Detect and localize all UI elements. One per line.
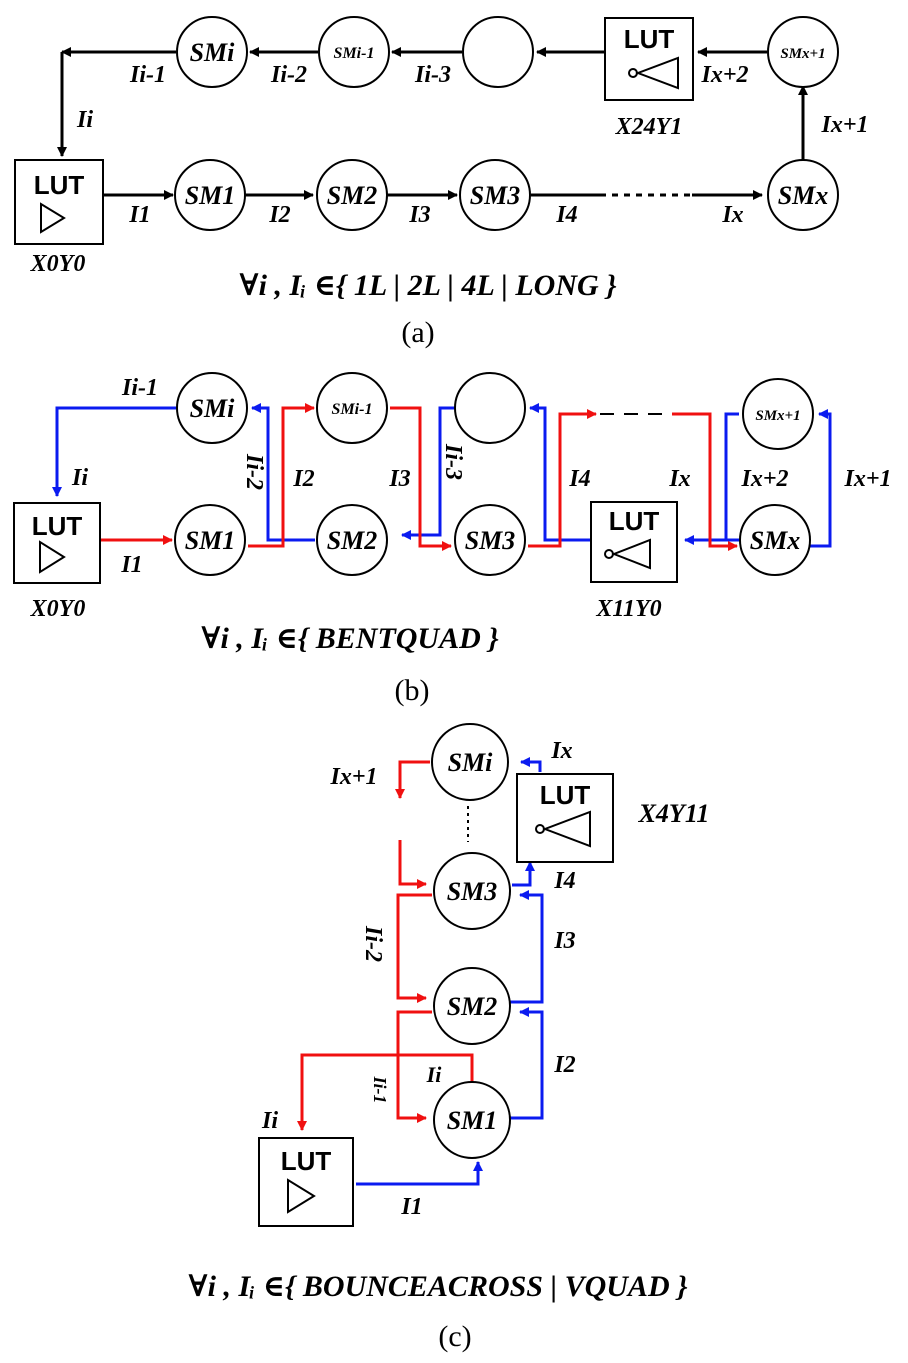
node-sm2: SM2 — [433, 967, 511, 1045]
svg-text:SMi-1: SMi-1 — [334, 45, 375, 62]
label-i3: I3 — [388, 466, 410, 492]
svg-text:SM2: SM2 — [327, 181, 378, 210]
label-i1: I1 — [400, 1194, 422, 1220]
caption-a: (a) — [401, 316, 434, 349]
label-ix: Ix — [668, 466, 690, 492]
lut-c: LUT — [258, 1137, 354, 1227]
lut-label: LUT — [624, 24, 675, 54]
lut-label: LUT — [281, 1146, 332, 1176]
label-ii1: Ii-1 — [121, 375, 158, 401]
label-ix1: Ix+1 — [820, 112, 868, 138]
label-ii: Ii — [261, 1108, 278, 1134]
label-ii: Ii — [76, 107, 93, 133]
label-i2: I2 — [553, 1052, 575, 1078]
label-ix: Ix — [721, 202, 743, 228]
svg-text:SM1: SM1 — [185, 526, 236, 555]
svg-text:SMx+1: SMx+1 — [780, 46, 825, 62]
label-ii: Ii — [71, 465, 88, 491]
label-ii1: Ii-1 — [370, 1076, 390, 1104]
svg-text:SM1: SM1 — [185, 181, 236, 210]
lut-x0y0: LUT — [14, 159, 104, 245]
node-sm2: SM2 — [316, 159, 388, 231]
label-i1: I1 — [120, 552, 142, 578]
svg-text:SM2: SM2 — [447, 992, 498, 1021]
label-i4: I4 — [568, 466, 590, 492]
set-label: ∀i , Iᵢ ∈{ BENTQUAD } — [201, 622, 499, 655]
label-ii2: Ii-2 — [360, 925, 386, 962]
lut-x4y11: LUT — [516, 773, 614, 863]
panel-a: LUT LUT SM1 SM2 SM3 SMx SMx+1 SMi-1 SMi … — [14, 16, 869, 349]
tile-x11y0: X11Y0 — [595, 596, 661, 622]
lut-label: LUT — [32, 511, 83, 541]
label-ii1: Ii-1 — [129, 62, 166, 88]
label-ix2: Ix+2 — [700, 62, 748, 88]
label-ix: Ix — [550, 738, 572, 764]
label-ii2: Ii-2 — [270, 62, 307, 88]
caption-b: (b) — [395, 674, 430, 707]
node-smx1: SMx+1 — [742, 378, 814, 450]
node-empty — [454, 372, 526, 444]
label-i3: I3 — [553, 928, 575, 954]
caption-c: (c) — [438, 1320, 471, 1353]
lut-label: LUT — [540, 780, 591, 810]
svg-text:SM2: SM2 — [327, 526, 378, 555]
svg-text:SMi: SMi — [448, 748, 494, 777]
svg-text:SMx+1: SMx+1 — [755, 408, 800, 424]
label-ix1: Ix+1 — [329, 764, 377, 790]
svg-text:SM3: SM3 — [447, 877, 498, 906]
node-smi1: SMi-1 — [316, 372, 388, 444]
node-smx: SMx — [739, 504, 811, 576]
lut-x24y1: LUT — [604, 17, 694, 101]
label-i3: I3 — [408, 202, 430, 228]
tile-x0y0: X0Y0 — [30, 596, 86, 622]
node-sm2: SM2 — [316, 504, 388, 576]
label-i4: I4 — [553, 868, 575, 894]
set-label: ∀i , Iᵢ ∈{ BOUNCEACROSS | VQUAD } — [188, 1270, 688, 1303]
node-smi1: SMi-1 — [318, 16, 390, 88]
svg-text:SMi-1: SMi-1 — [332, 401, 373, 418]
node-smi: SMi — [431, 723, 509, 801]
lut-x11y0: LUT — [590, 501, 678, 583]
node-empty — [462, 16, 534, 88]
node-sm1: SM1 — [174, 159, 246, 231]
svg-text:SMi: SMi — [190, 394, 236, 423]
lut-x0y0: LUT — [13, 502, 101, 584]
label-ii-inner: Ii — [426, 1062, 443, 1087]
node-smx: SMx — [767, 159, 839, 231]
node-sm1: SM1 — [433, 1081, 511, 1159]
svg-text:SMx: SMx — [750, 526, 801, 555]
label-ii2: Ii-2 — [241, 453, 267, 490]
node-sm3: SM3 — [459, 159, 531, 231]
label-i2: I2 — [268, 202, 290, 228]
label-ii3: Ii-3 — [440, 443, 466, 480]
tile-x4y11: X4Y11 — [638, 799, 710, 828]
panel-c: LUT LUT SMi SM3 SM2 SM1 Ix Ix+1 X4Y11 I4… — [188, 723, 710, 1353]
node-sm1: SM1 — [174, 504, 246, 576]
svg-text:SM1: SM1 — [447, 1106, 498, 1135]
label-ix2: Ix+2 — [740, 466, 788, 492]
lut-label: LUT — [609, 506, 660, 536]
label-i1: I1 — [128, 202, 150, 228]
label-i4: I4 — [555, 202, 577, 228]
node-smx1: SMx+1 — [767, 16, 839, 88]
svg-text:SM3: SM3 — [470, 181, 521, 210]
label-ix1: Ix+1 — [843, 466, 891, 492]
svg-text:SMx: SMx — [778, 181, 829, 210]
tile-x0y0: X0Y0 — [30, 251, 86, 277]
svg-text:SM3: SM3 — [465, 526, 516, 555]
node-smi: SMi — [176, 372, 248, 444]
lut-label: LUT — [34, 170, 85, 200]
set-label: ∀i , Iᵢ ∈{ 1L | 2L | 4L | LONG } — [239, 269, 617, 302]
svg-text:SMi: SMi — [190, 38, 236, 67]
label-i2: I2 — [292, 466, 314, 492]
panel-b: LUT LUT SM1 SM2 SM3 SMx SMx+1 SMi-1 SMi … — [13, 372, 892, 707]
node-smi: SMi — [176, 16, 248, 88]
node-sm3: SM3 — [454, 504, 526, 576]
tile-x24y1: X24Y1 — [615, 114, 683, 140]
node-sm3: SM3 — [433, 852, 511, 930]
label-ii3: Ii-3 — [414, 62, 451, 88]
